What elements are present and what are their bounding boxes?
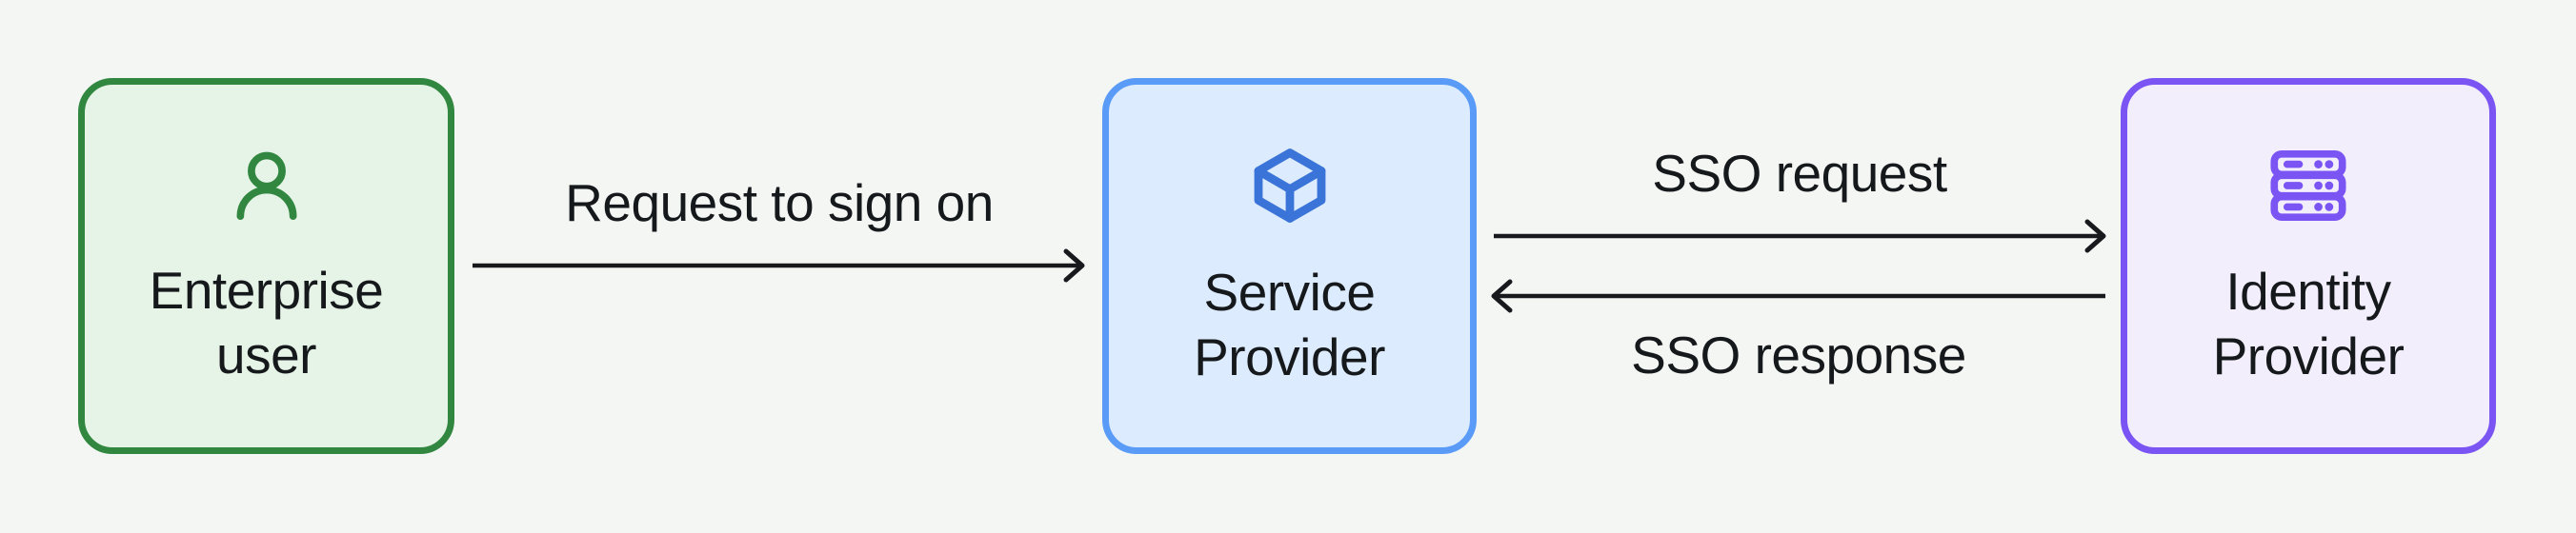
node-label-service-provider: Service Provider (1194, 262, 1385, 386)
edge-label-sso-response: SSO response (1631, 326, 1966, 385)
edge-label-request-to-sign-on: Request to sign on (565, 173, 994, 232)
node-label-enterprise-user: Enterprise user (149, 260, 384, 385)
arrow-request-to-sign-on (473, 248, 1085, 283)
node-identity-provider: Identity Provider (2121, 78, 2496, 454)
user-icon (227, 146, 307, 226)
node-service-provider: Service Provider (1102, 78, 1477, 454)
server-icon (2266, 145, 2350, 227)
node-label-identity-provider: Identity Provider (2212, 261, 2405, 385)
arrow-sso-request (1494, 219, 2106, 253)
arrow-sso-response (1491, 279, 2105, 313)
cube-icon (1248, 144, 1332, 227)
node-enterprise-user: Enterprise user (78, 78, 454, 454)
edge-label-sso-request: SSO request (1652, 144, 1947, 203)
